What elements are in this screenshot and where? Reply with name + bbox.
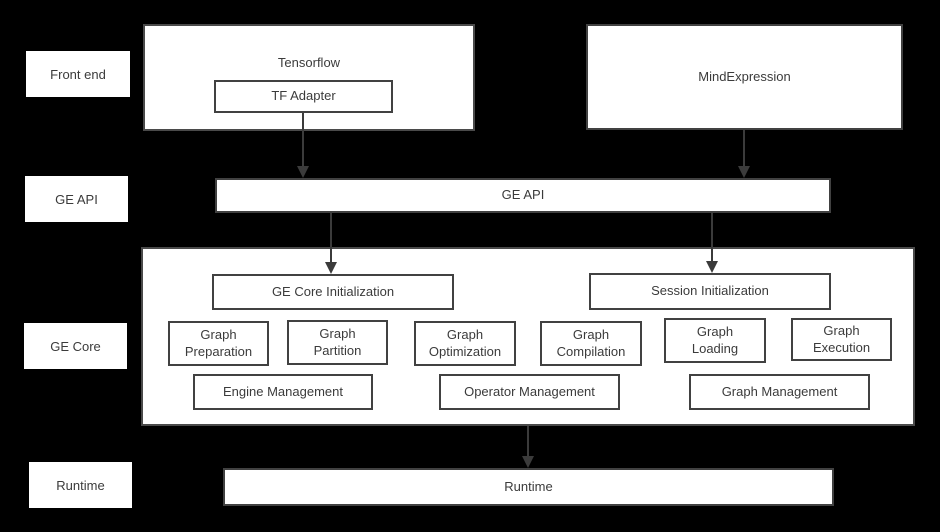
graph-compilation-box: Graph Compilation — [540, 321, 642, 366]
graph-preparation-box: Graph Preparation — [168, 321, 269, 366]
arrow-shaft — [527, 426, 529, 457]
arrow-head-icon — [738, 166, 750, 178]
arrow-head-icon — [325, 262, 337, 274]
ge-api-bar: GE API — [215, 178, 831, 213]
graph-loading-box: Graph Loading — [664, 318, 766, 363]
session-initialization-box: Session Initialization — [589, 273, 831, 310]
runtime-bar: Runtime — [223, 468, 834, 506]
tensorflow-label: Tensorflow — [277, 55, 341, 70]
ge-core-initialization-box: GE Core Initialization — [212, 274, 454, 310]
arrow-mindexpression-to-ge-api — [738, 130, 750, 178]
arrow-ge-api-to-session-init — [706, 213, 718, 273]
mindexpression-box: MindExpression — [586, 24, 903, 130]
arrow-ge-core-to-runtime — [522, 426, 534, 468]
graph-partition-box: Graph Partition — [287, 320, 388, 365]
row-label-front-end: Front end — [26, 51, 130, 97]
graph-management-box: Graph Management — [689, 374, 870, 410]
arrow-shaft — [743, 130, 745, 167]
tensorflow-box: Tensorflow TF Adapter — [143, 24, 475, 131]
arrow-head-icon — [297, 166, 309, 178]
arrow-head-icon — [706, 261, 718, 273]
tf-adapter-box: TF Adapter — [214, 80, 393, 113]
engine-management-box: Engine Management — [193, 374, 373, 410]
operator-management-box: Operator Management — [439, 374, 620, 410]
arrow-ge-api-to-ge-core-init — [325, 213, 337, 274]
graph-execution-box: Graph Execution — [791, 318, 892, 361]
graph-optimization-box: Graph Optimization — [414, 321, 516, 366]
row-label-ge-core: GE Core — [24, 323, 127, 369]
arrow-tf-adapter-to-ge-api — [297, 113, 309, 178]
arrow-shaft — [302, 113, 304, 167]
ge-core-box: GE Core Initialization Session Initializ… — [141, 247, 915, 426]
row-label-ge-api: GE API — [25, 176, 128, 222]
arrow-head-icon — [522, 456, 534, 468]
arrow-shaft — [711, 213, 713, 262]
row-label-runtime: Runtime — [29, 462, 132, 508]
arrow-shaft — [330, 213, 332, 263]
